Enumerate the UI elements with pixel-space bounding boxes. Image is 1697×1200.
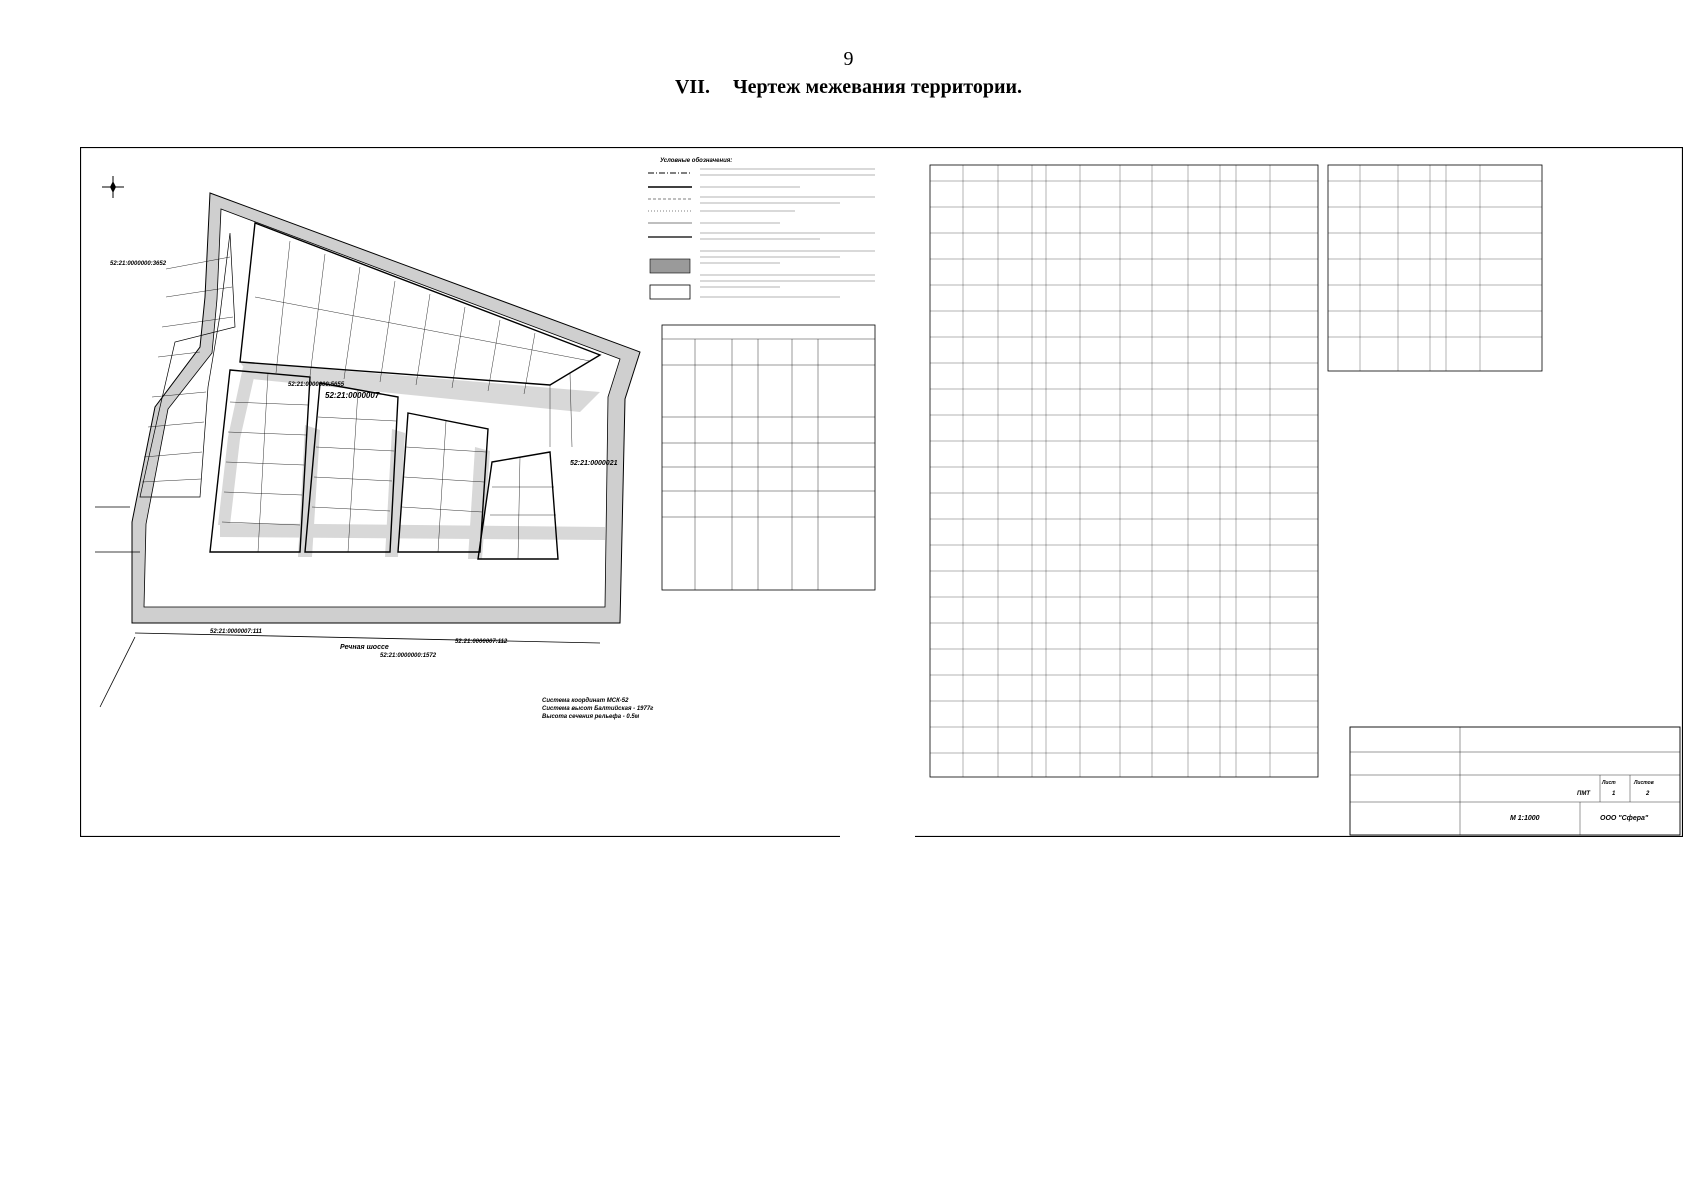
cadastral-id-south-3: 52:21:0000000:1572 [380, 653, 437, 659]
legend-text-lines [700, 168, 875, 298]
drawing-svg: 52:21:0000000:3652 52:21:0000000:5655 52… [79, 146, 1684, 839]
legend-title: Условные обозначения: [660, 157, 732, 164]
stamp-sheet-number: 1 [1612, 791, 1616, 797]
legend-swatch-white [649, 284, 691, 300]
cadastral-id-block-a: 52:21:0000000:5655 [288, 382, 345, 388]
surveying-drawing-sheet: 52:21:0000000:3652 52:21:0000000:5655 52… [79, 146, 1684, 839]
parcel-table-continuation [1327, 164, 1543, 372]
legend-lines [648, 172, 692, 238]
stamp-sheet-count: 2 [1645, 791, 1650, 797]
stamp-sheets-label: Листов [1633, 780, 1654, 786]
section-number: VII. [674, 76, 710, 98]
table-grid-lines [930, 165, 1542, 777]
parcel-table-large [929, 164, 1319, 778]
section-heading: VII. Чертеж межевания территории. [0, 76, 1697, 99]
section-title: Чертеж межевания территории. [732, 76, 1023, 98]
cadastral-id-south-1: 52:21:0000007:111 [210, 629, 262, 635]
stamp-organization: ООО "Сфера" [1600, 815, 1649, 822]
page-number: 9 [843, 48, 854, 70]
north-arrow-icon [102, 176, 124, 198]
coord-note-1: Система координат МСК-52 [542, 698, 629, 704]
cadastral-id-block-b: 52:21:0000007 [325, 391, 380, 400]
legend-swatch-gray [649, 258, 691, 274]
parcel-table-small [661, 324, 876, 591]
cadastral-id-south-2: 52:21:0000007:112 [455, 639, 508, 645]
stamp-sheet-label: Лист [1601, 780, 1616, 786]
coord-note-2: Система высот Балтийская - 1977г [542, 705, 654, 712]
stamp-scale: М 1:1000 [1510, 815, 1540, 822]
cadastral-id-north: 52:21:0000000:3652 [110, 261, 167, 267]
title-block [1349, 726, 1681, 836]
street-label: Речная шоссе [340, 644, 389, 651]
cadastral-id-block-c: 52:21:0000021 [570, 460, 618, 467]
coord-note-3: Высота сечения рельефа - 0.5м [542, 713, 640, 720]
stamp-stage: ПМТ [1577, 791, 1591, 797]
